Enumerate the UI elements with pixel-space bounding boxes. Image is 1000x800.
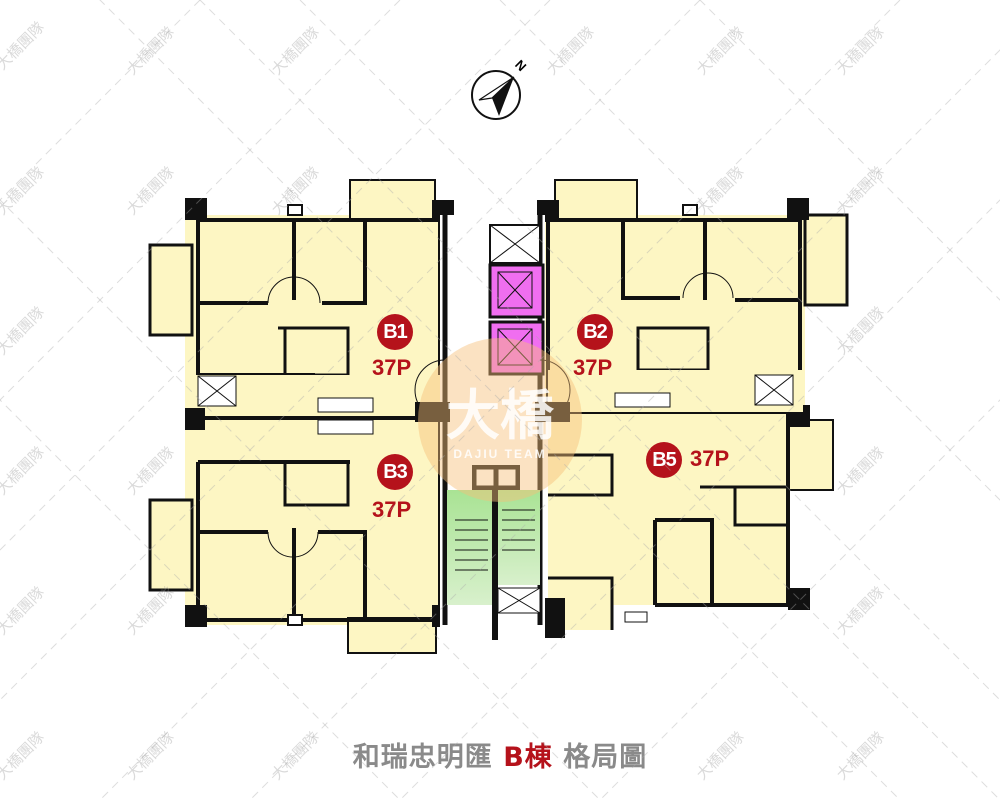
unit-parking-b1: 37P bbox=[372, 355, 412, 380]
caption-suffix: 格局圖 bbox=[552, 742, 648, 773]
compass-icon bbox=[471, 70, 521, 120]
service-strip-left bbox=[185, 375, 440, 463]
unit-parking-b2: 37P bbox=[573, 355, 613, 380]
caption-project-name: 和瑞忠明匯 bbox=[352, 742, 504, 773]
unit-badge-b2[interactable]: B2 bbox=[577, 314, 613, 350]
unit-badge-b5[interactable]: B5 bbox=[646, 442, 682, 478]
building-core bbox=[414, 215, 571, 640]
service-strip-right bbox=[548, 370, 803, 412]
logo-main-text: 大橋 bbox=[446, 384, 554, 447]
unit-b5-shape bbox=[545, 405, 834, 638]
unit-badge-b3[interactable]: B3 bbox=[377, 454, 413, 490]
brand-logo-watermark: 大橋 DAJIU TEAM bbox=[418, 338, 582, 502]
north-arrow-compass: N bbox=[466, 57, 536, 120]
unit-parking-b5: 37P bbox=[690, 446, 730, 471]
page-caption: 和瑞忠明匯 B棟 格局圖 bbox=[0, 735, 1000, 774]
unit-b3-shape bbox=[148, 418, 454, 654]
caption-building: B棟 bbox=[503, 742, 553, 773]
unit-parking-b3: 37P bbox=[372, 497, 412, 522]
unit-badge-b1[interactable]: B1 bbox=[377, 314, 413, 350]
logo-sub-text: DAJIU TEAM bbox=[453, 447, 547, 461]
